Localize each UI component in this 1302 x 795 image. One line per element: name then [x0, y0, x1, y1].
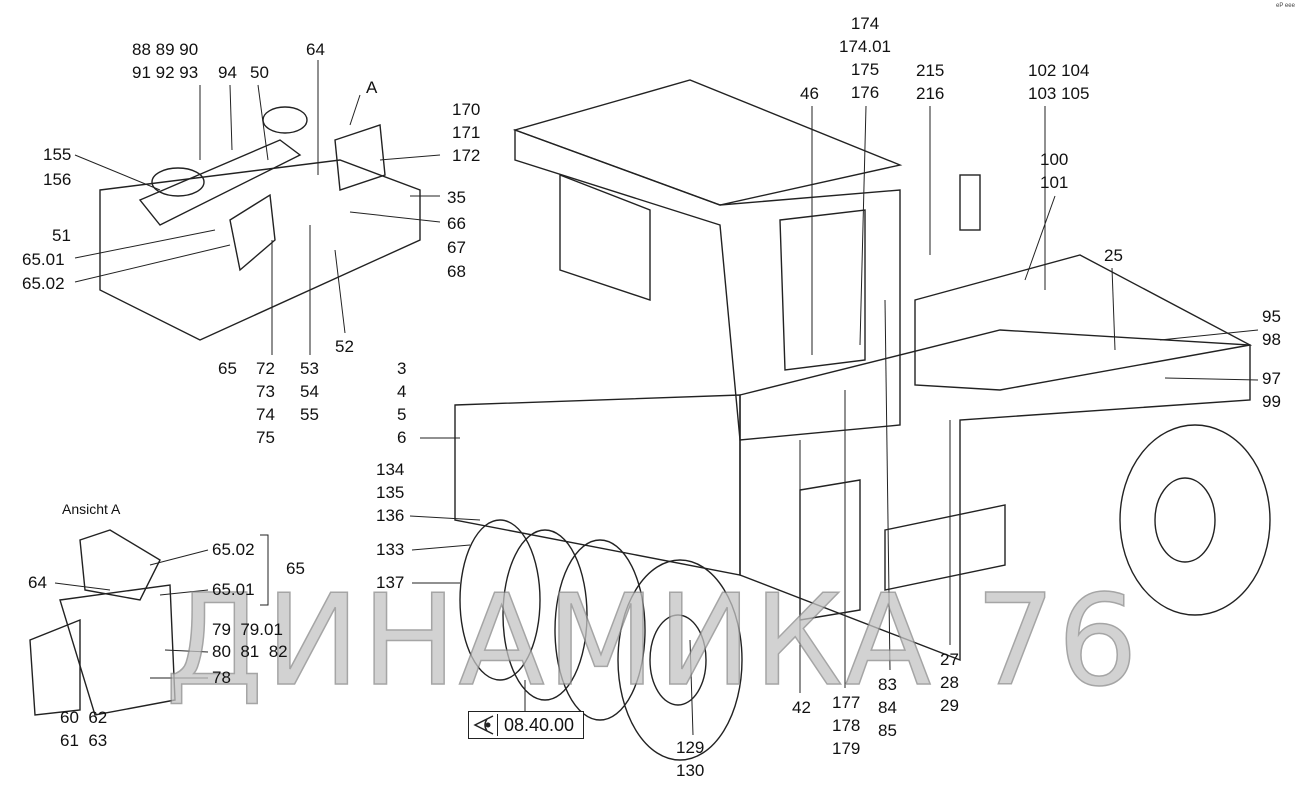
view-arrow-a: A	[366, 78, 378, 97]
label-155: 155	[43, 145, 72, 164]
seat-2	[334, 124, 386, 191]
rear-wheel	[1119, 424, 1271, 616]
label-52: 52	[335, 337, 354, 356]
view-a-door	[29, 618, 81, 716]
label-53-55: 53 54 55	[300, 359, 319, 424]
label-88-90: 88 89 90	[132, 40, 199, 59]
view-a-seat	[79, 529, 161, 601]
main-body	[739, 329, 1251, 662]
rear-body	[454, 394, 741, 576]
label-65-02: 65.02	[22, 274, 65, 293]
label-215-216: 215 216	[916, 61, 945, 103]
label-51: 51	[52, 226, 71, 245]
label-83-85: 83 84 85	[878, 675, 897, 740]
label-100-101: 100 101	[1040, 150, 1069, 192]
label-80-82: 80 81 82	[212, 642, 288, 661]
label-60-63: 60 62 61 63	[60, 708, 108, 750]
eye-icon	[473, 714, 498, 736]
front-wheel-1	[459, 519, 541, 681]
label-134-136: 134 135 136	[376, 460, 405, 525]
watermark: ДИНАМИКА 76	[164, 567, 1140, 714]
label-95-98: 95 98	[1262, 307, 1281, 349]
label-25: 25	[1104, 246, 1123, 265]
engine-hood	[914, 254, 1253, 391]
rear-hub	[1154, 477, 1216, 563]
label-174-176: 174 174.01 175 176	[839, 14, 891, 102]
front-wheel-3	[554, 539, 646, 721]
muffler	[959, 174, 981, 231]
label-66: 66	[447, 214, 466, 233]
front-wheel-2	[502, 529, 588, 701]
label-65-02-a: 65.02	[212, 540, 255, 559]
label-79: 79 79.01	[212, 620, 283, 639]
label-177-179: 177 178 179	[832, 693, 861, 758]
label-64-a: 64	[28, 573, 47, 592]
label-64: 64	[306, 40, 325, 59]
leader-lines	[54, 60, 1259, 736]
label-129-130: 129 130	[676, 738, 705, 780]
label-27-29: 27 28 29	[940, 650, 959, 715]
label-94: 94	[218, 63, 237, 82]
view-a-title: Ansicht A	[62, 501, 121, 517]
cab-door	[779, 209, 866, 371]
label-65-a: 65	[286, 559, 305, 578]
label-42: 42	[792, 698, 811, 717]
label-137: 137	[376, 573, 405, 592]
label-65-01: 65.01	[22, 250, 65, 269]
side-panel	[884, 504, 1006, 591]
label-170-172: 170 171 172	[452, 100, 481, 165]
cab	[514, 128, 901, 441]
reference-box[interactable]: 08.40.00	[468, 711, 584, 739]
label-97-99: 97 99	[1262, 369, 1281, 411]
label-91-93: 91 92 93	[132, 63, 199, 82]
cab-window	[559, 173, 651, 301]
label-68: 68	[447, 262, 466, 281]
label-3-6: 3 4 5 6	[397, 359, 407, 447]
label-156: 156	[43, 170, 72, 189]
corner-mark: eP eee	[1276, 3, 1295, 9]
label-78: 78	[212, 668, 231, 687]
front-wheel-4	[617, 559, 743, 761]
label-46: 46	[800, 84, 819, 103]
label-35: 35	[447, 188, 466, 207]
label-102-105: 102 104 103 105	[1028, 61, 1090, 103]
dashboard	[138, 139, 302, 226]
cab-floor	[99, 159, 421, 341]
view-a-body	[59, 584, 176, 716]
label-67: 67	[447, 238, 466, 257]
seat	[229, 193, 276, 272]
steering-wheel-2	[262, 106, 308, 134]
label-65-01-a: 65.01	[212, 580, 255, 599]
cab-roof	[512, 79, 903, 206]
front-hub	[649, 614, 707, 706]
label-133: 133	[376, 540, 405, 559]
reference-code: 08.40.00	[504, 714, 575, 735]
label-50: 50	[250, 63, 269, 82]
label-72-75: 72 73 74 75	[256, 359, 275, 447]
label-65: 65	[218, 359, 237, 378]
steering-wheel	[151, 167, 205, 197]
